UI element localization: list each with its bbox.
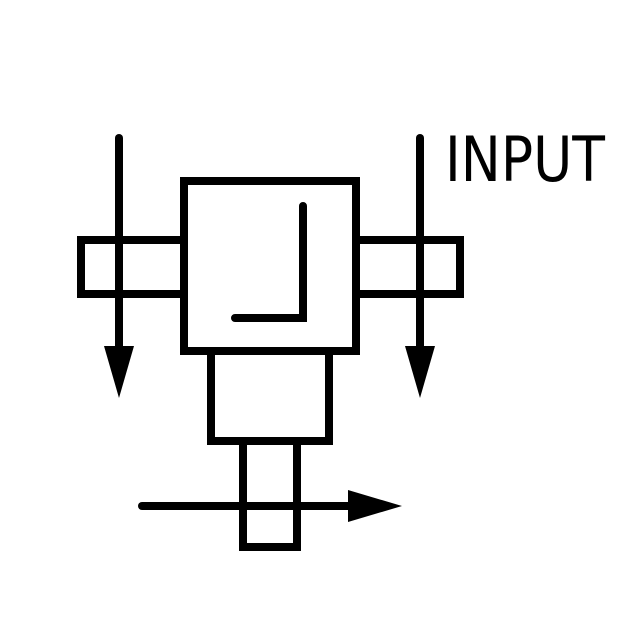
input-label: INPUT bbox=[445, 123, 606, 196]
gear-housing bbox=[180, 177, 360, 355]
output-shaft bbox=[239, 437, 301, 551]
output-direction-arrowhead bbox=[348, 490, 402, 522]
right-shaft-housing bbox=[352, 236, 464, 298]
bearing-block bbox=[207, 347, 333, 445]
left-direction-arrowhead bbox=[104, 346, 134, 398]
right-direction-arrowhead bbox=[405, 346, 435, 398]
left-shaft-housing bbox=[77, 236, 188, 298]
right-angle-gear-symbol bbox=[231, 202, 307, 322]
